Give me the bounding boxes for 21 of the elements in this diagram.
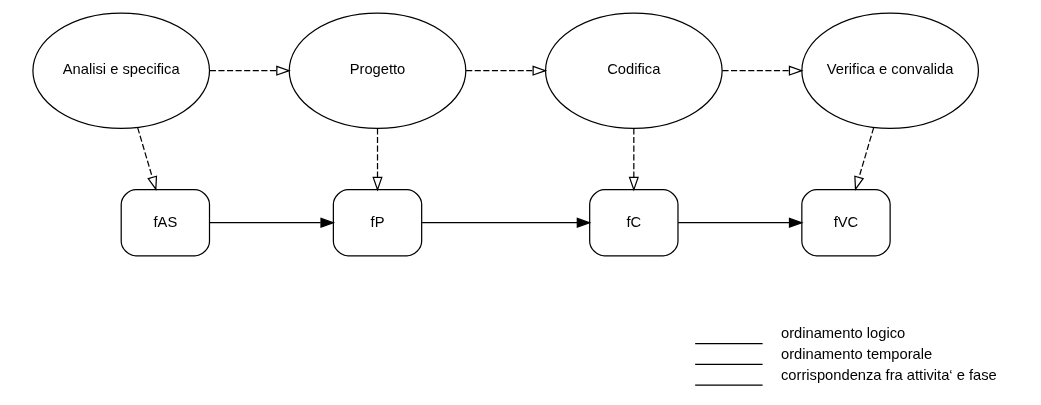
arrow [208,65,291,76]
node-box: fVC [800,189,891,257]
legend-label: ordinamento temporale [780,345,932,362]
node-ellipse: Verifica e convalida [800,12,979,129]
arrow [853,127,874,191]
node-box: fP [332,189,422,257]
arrow [208,217,335,228]
node-box: fC [588,189,679,257]
arrow [136,127,157,191]
node-ellipse: Analisi e specifica [31,12,210,129]
arrow [371,127,383,192]
arrow [677,217,804,228]
arrow [628,127,639,192]
node-ellipse: Codifica [544,12,723,129]
arrow [721,65,804,76]
legend-label: ordinamento logico [780,325,905,342]
legend-label: corrispondenza fra attivita‘ e fase [780,366,997,383]
arrow [465,65,547,76]
arrow [420,217,591,228]
node-box: fAS [120,189,210,257]
node-ellipse: Progetto [288,12,466,129]
